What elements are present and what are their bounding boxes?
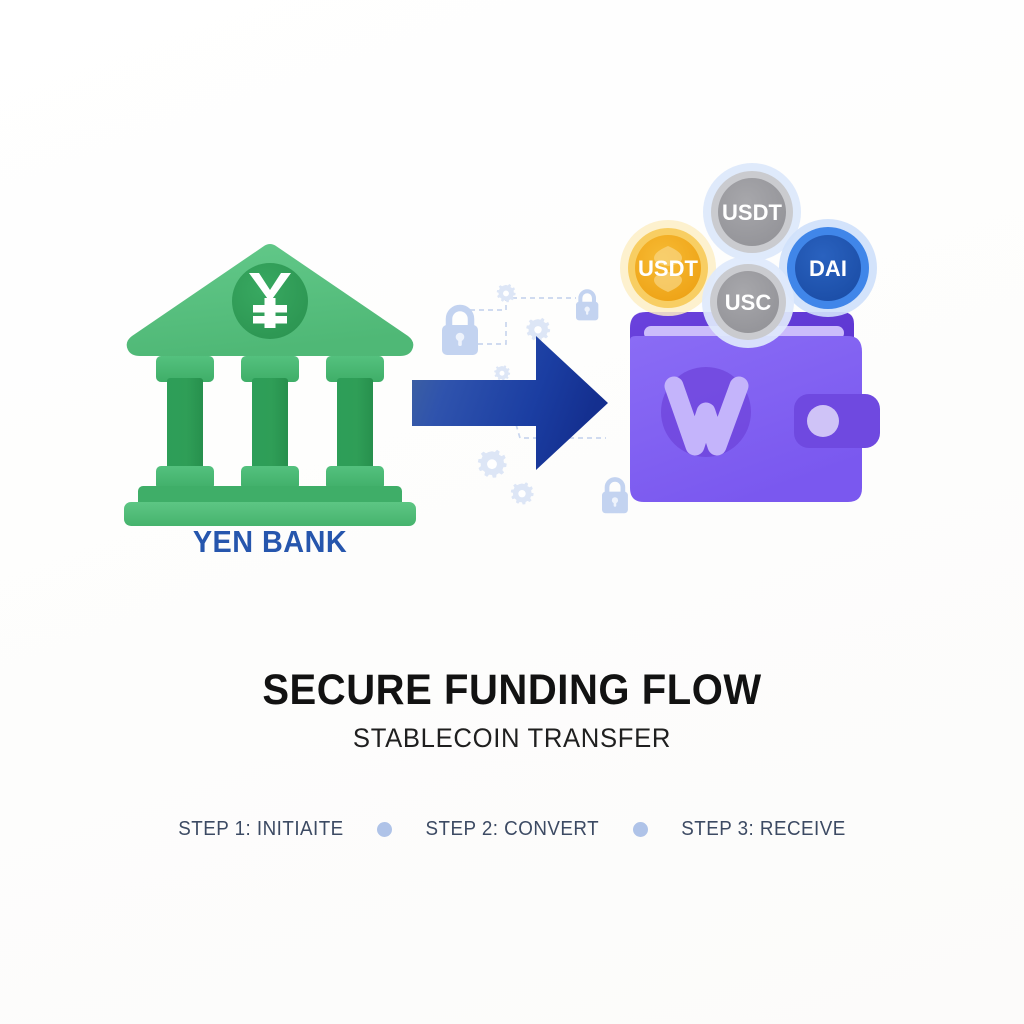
page-title: SECURE FUNDING FLOW (262, 666, 762, 714)
yen-symbol-icon (249, 273, 291, 328)
transfer-arrow-icon (412, 283, 628, 514)
bank-name-label: YEN BANK (192, 524, 348, 559)
lock-icon (442, 304, 478, 355)
arrow-right-icon (412, 336, 608, 470)
step-separator-dot (377, 822, 393, 837)
bank-pillar-caps-top (156, 356, 384, 382)
bank-pillars (167, 378, 373, 472)
crypto-wallet-illustration: USDT USDT DAI USC (600, 150, 910, 540)
bank-pillar-caps-bottom (156, 466, 384, 490)
lock-icon (602, 477, 628, 514)
coin-label: USDT (722, 200, 782, 225)
step-item-3: STEP 3: RECEIVE (681, 818, 846, 840)
wallet-monogram (664, 376, 749, 456)
wallet-and-coins-icon: USDT USDT DAI USC (620, 163, 880, 502)
coin-label: USC (725, 290, 772, 315)
yen-emblem (232, 263, 308, 339)
coin-label: DAI (809, 256, 847, 281)
coin-usc-gray: USC (702, 256, 794, 348)
secure-transfer-group (410, 270, 650, 550)
caption-block: SECURE FUNDING FLOW STABLECOIN TRANSFER (0, 666, 1024, 754)
gear-icon (526, 317, 551, 342)
coin-usdt-gold: USDT (620, 220, 716, 316)
gear-icon (477, 449, 507, 478)
coin-dai-blue: DAI (779, 219, 877, 317)
step-item-1: STEP 1: INITIAITE (178, 818, 344, 840)
lock-icon (576, 289, 599, 321)
wallet-clasp (794, 394, 880, 448)
bank-base (124, 486, 416, 526)
security-dashed-links (470, 297, 606, 439)
gear-cluster-bottom (477, 449, 534, 505)
step-separator-dot (632, 822, 648, 837)
gear-icon (496, 283, 516, 303)
gear-icon (510, 482, 534, 505)
page-subtitle: STABLECOIN TRANSFER (352, 722, 672, 753)
coin-label: USDT (638, 256, 698, 281)
coin-usdt-gray: USDT (703, 163, 801, 261)
step-item-2: STEP 2: CONVERT (425, 818, 600, 840)
yen-bank-illustration: YEN BANK (120, 228, 420, 578)
step-list: STEP 1: INITIAITE STEP 2: CONVERT STEP 3… (0, 818, 1024, 841)
gear-cluster-top (494, 283, 551, 381)
bank-icon (124, 244, 416, 526)
gear-icon (494, 365, 511, 381)
